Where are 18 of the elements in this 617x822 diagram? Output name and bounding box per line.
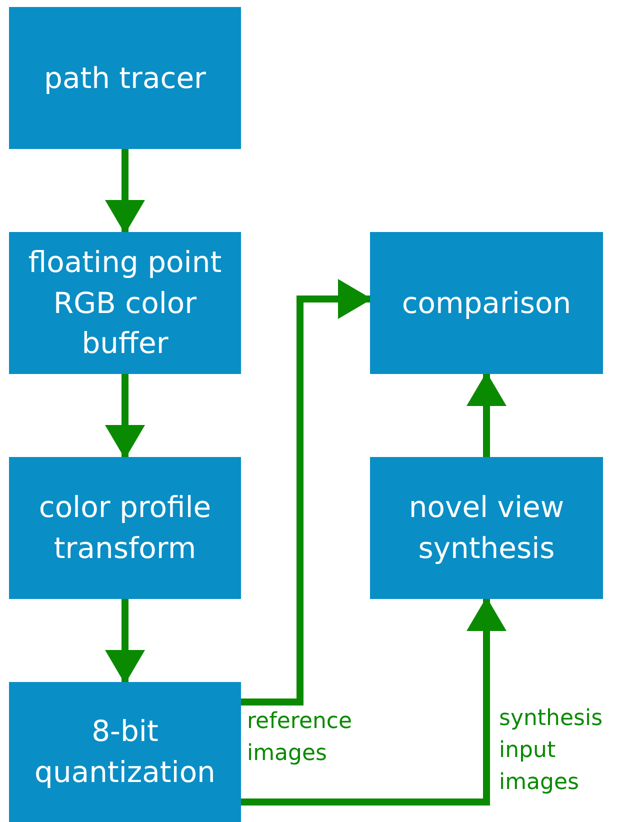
box-text: floating point RGB color buffer	[27, 244, 223, 362]
box-text: novel view synthesis	[408, 489, 566, 567]
arrow	[105, 599, 145, 684]
process-box	[9, 457, 241, 599]
process-box	[9, 7, 241, 149]
arrow	[241, 597, 506, 806]
arrow	[105, 149, 145, 234]
box-text: color profile transform	[38, 489, 212, 567]
process-box	[9, 232, 241, 374]
box-text: 8-bit quantization	[34, 713, 216, 791]
arrow	[466, 372, 506, 457]
process-box	[9, 682, 241, 822]
arrow	[241, 279, 372, 706]
process-box	[370, 457, 603, 599]
arrow	[105, 374, 145, 459]
box-text: comparison	[402, 284, 572, 322]
process-box	[370, 232, 603, 374]
box-text: path tracer	[44, 60, 206, 97]
